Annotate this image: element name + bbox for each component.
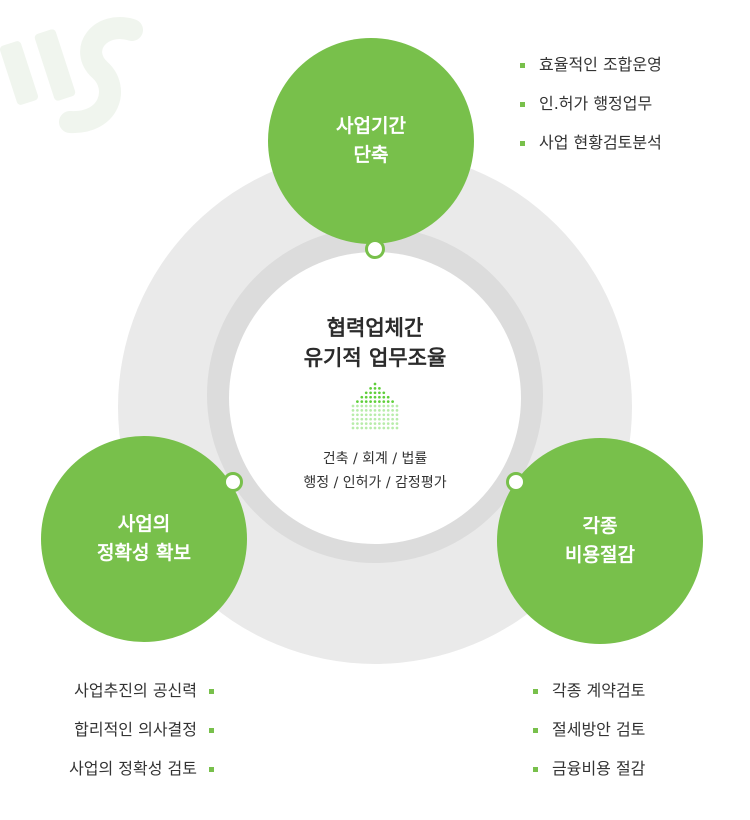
- list-top: 효율적인 조합운영 인.허가 행정업무 사업 현황검토분석: [520, 55, 662, 172]
- bullet-icon: [209, 688, 214, 694]
- node-left-circle: 사업의 정확성 확보: [41, 436, 247, 642]
- center-subtitle: 건축 / 회계 / 법률 행정 / 인허가 / 감정평가: [303, 451, 447, 491]
- connector-dot-left: [223, 472, 243, 492]
- list-item-text: 사업 현황검토분석: [539, 133, 662, 152]
- node-right-label: 각종 비용절감: [565, 515, 635, 566]
- bullet-icon: [533, 688, 538, 694]
- list-item-text: 금융비용 절감: [552, 759, 646, 778]
- bullet-icon: [209, 766, 214, 772]
- bullet-icon: [533, 766, 538, 772]
- list-item-text: 사업의 정확성 검토: [69, 759, 197, 778]
- node-right-circle: 각종 비용절감: [497, 438, 703, 644]
- center-title: 협력업체간 유기적 업무조율: [303, 316, 447, 370]
- arrow-up-icon: [351, 382, 399, 430]
- list-item-text: 합리적인 의사결정: [74, 720, 197, 739]
- bullet-icon: [209, 727, 214, 733]
- connector-dot-right: [506, 472, 526, 492]
- bullet-icon: [533, 727, 538, 733]
- node-left-label: 사업의 정확성 확보: [96, 513, 191, 564]
- list-left: 사업추진의 공신력 합리적인 의사결정 사업의 정확성 검토: [69, 681, 214, 798]
- list-right: 각종 계약검토 절세방안 검토 금융비용 절감: [533, 681, 645, 798]
- node-top-label: 사업기간 단축: [336, 115, 406, 166]
- list-item: 합리적인 의사결정: [69, 720, 214, 740]
- list-item-text: 효율적인 조합운영: [539, 55, 662, 74]
- list-item-text: 인.허가 행정업무: [539, 94, 653, 113]
- bullet-icon: [520, 101, 525, 107]
- node-top-circle: 사업기간 단축: [268, 38, 474, 244]
- bullet-icon: [520, 62, 525, 68]
- list-item: 각종 계약검토: [533, 681, 645, 701]
- list-item: 절세방안 검토: [533, 720, 645, 740]
- list-item: 금융비용 절감: [533, 759, 645, 779]
- list-item: 사업의 정확성 검토: [69, 759, 214, 779]
- list-item-text: 각종 계약검토: [552, 681, 646, 700]
- list-item: 사업추진의 공신력: [69, 681, 214, 701]
- bullet-icon: [520, 140, 525, 146]
- list-item: 인.허가 행정업무: [520, 94, 662, 114]
- list-item-text: 절세방안 검토: [552, 720, 646, 739]
- connector-dot-top: [365, 239, 385, 259]
- list-item: 사업 현황검토분석: [520, 133, 662, 153]
- decorative-watermark: [0, 17, 143, 133]
- list-item: 효율적인 조합운영: [520, 55, 662, 75]
- list-item-text: 사업추진의 공신력: [74, 681, 197, 700]
